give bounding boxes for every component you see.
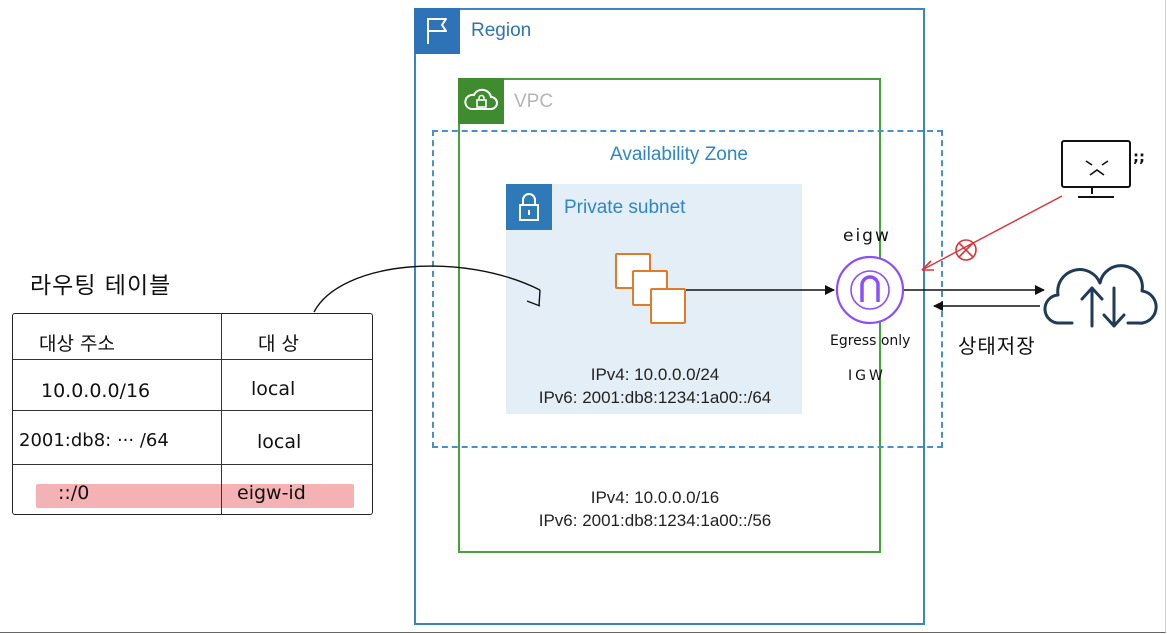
eigw-type-line1: Egress only <box>830 333 911 349</box>
sad-face-label: ;; <box>1133 148 1145 166</box>
header-destination: 대상 주소 <box>39 333 115 355</box>
eigw-name: eigw <box>843 226 891 246</box>
row-2-target: local <box>257 431 302 453</box>
subnet-ipv6-cidr: IPv6: 2001:db8:1234:1a00::/64 <box>538 388 772 407</box>
row-1-destination: 10.0.0.0/16 <box>41 380 151 402</box>
eigw-type-line2: IGW <box>848 368 886 384</box>
padlock-icon <box>506 184 552 230</box>
angry-monitor-icon <box>1061 140 1131 198</box>
vpc-ipv6-cidr: IPv6: 2001:db8:1234:1a00::/56 <box>538 511 772 530</box>
route-table: 대상 주소 대 상 10.0.0.0/16 local 2001:db8: ··… <box>12 313 373 515</box>
blocked-icon <box>955 239 977 261</box>
default-route-highlight <box>36 484 354 508</box>
table-row-divider <box>13 464 372 465</box>
row-2-destination: 2001:db8: ··· /64 <box>19 430 169 451</box>
table-row-divider <box>13 410 372 411</box>
header-target: 대 상 <box>258 333 299 355</box>
subnet-cidr-block: IPv4: 10.0.0.0/24 IPv6: 2001:db8:1234:1a… <box>500 363 810 409</box>
cloud-upload-download-icon <box>1043 264 1158 328</box>
stateful-label: 상태저장 <box>958 334 1036 358</box>
flag-icon <box>414 8 460 54</box>
route-table-to-subnet-arrowhead <box>526 289 541 307</box>
subnet-ipv4-cidr: IPv4: 10.0.0.0/24 <box>590 365 720 384</box>
blocked-inbound-arrowhead <box>921 260 934 271</box>
availability-zone-label: Availability Zone <box>610 144 749 165</box>
cloud-lock-icon <box>458 78 504 124</box>
route-table-title: 라우팅 테이블 <box>30 273 172 299</box>
region-container <box>414 8 925 625</box>
vpc-label: VPC <box>514 91 554 112</box>
table-column-divider <box>221 314 222 514</box>
availability-zone-container <box>432 130 943 448</box>
blocked-inbound-arrow <box>921 195 1063 271</box>
row-1-target: local <box>251 378 296 400</box>
region-label: Region <box>471 20 532 41</box>
row-3-destination: ::/0 <box>58 482 90 504</box>
vpc-ipv4-cidr: IPv4: 10.0.0.0/16 <box>590 488 720 507</box>
table-row-divider <box>13 359 372 360</box>
egress-only-gateway-icon <box>835 255 905 325</box>
ec2-instances-icon <box>615 253 686 324</box>
row-3-target: eigw-id <box>237 482 306 504</box>
route-table-to-subnet-arrow <box>313 265 541 313</box>
vpc-cidr-block: IPv4: 10.0.0.0/16 IPv6: 2001:db8:1234:1a… <box>490 486 820 532</box>
private-subnet-label: Private subnet <box>564 197 686 218</box>
